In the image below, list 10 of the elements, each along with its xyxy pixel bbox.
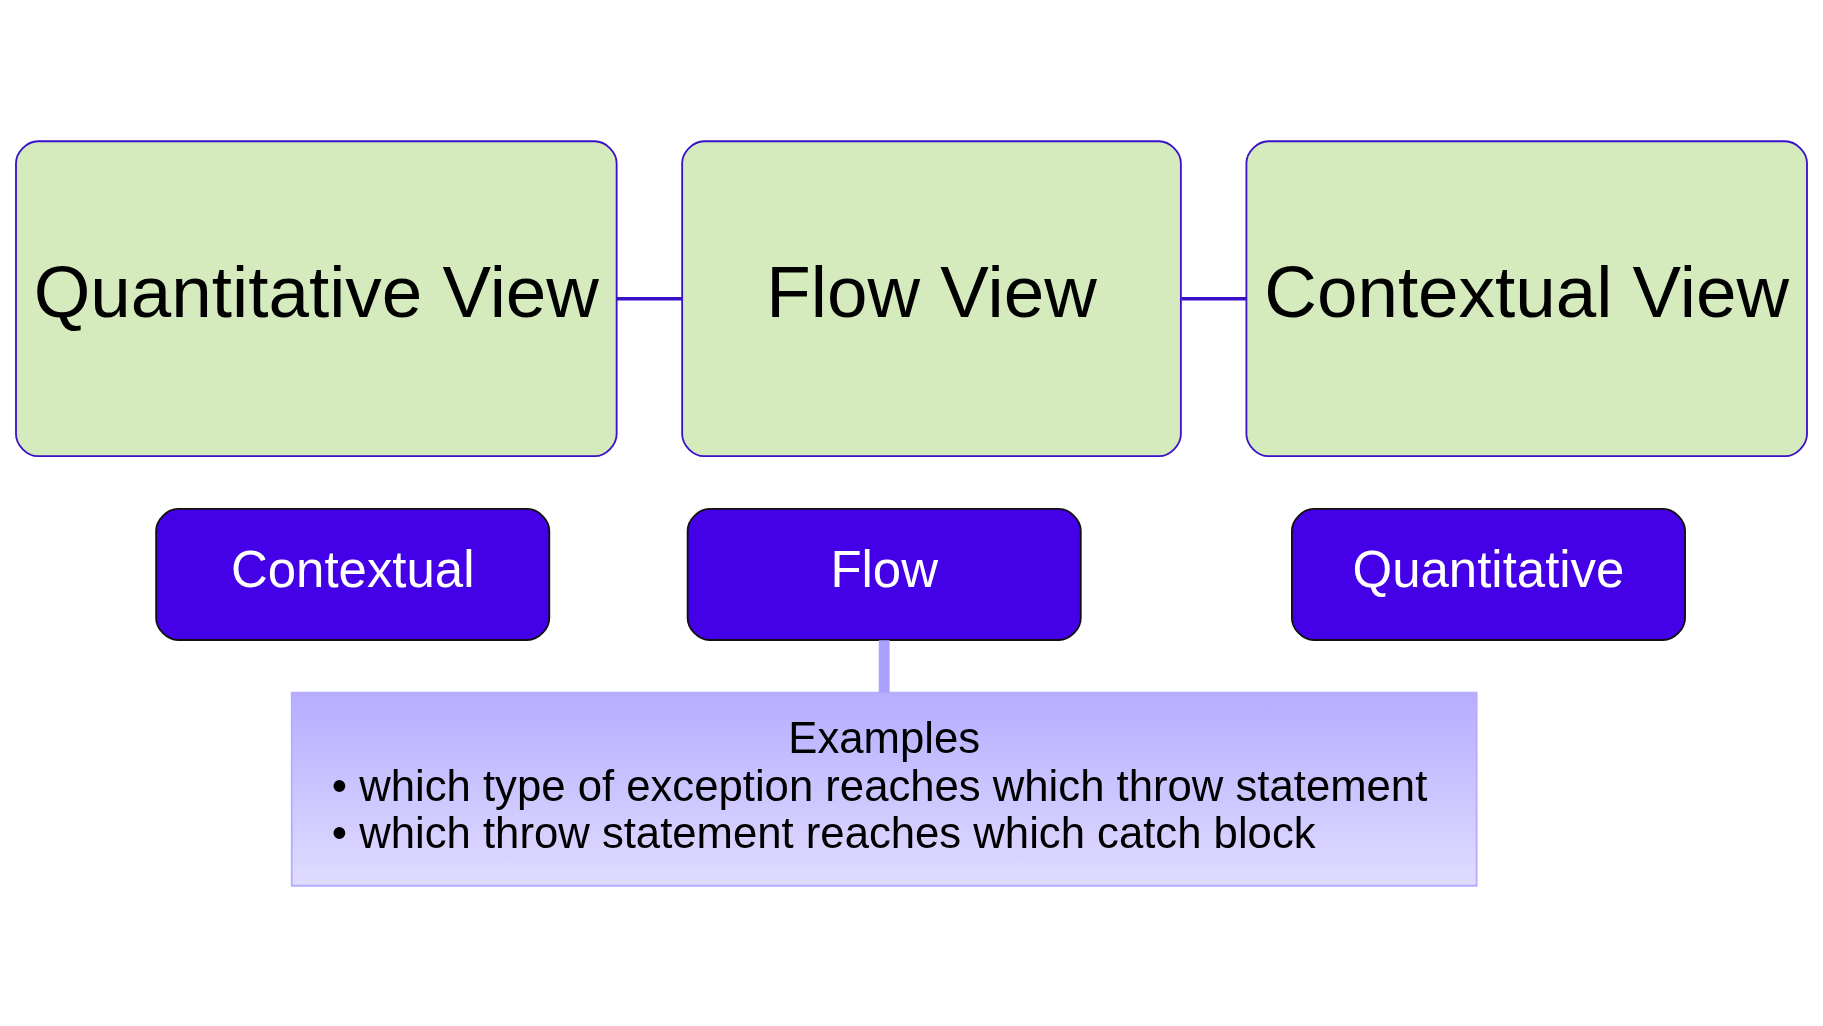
node-box: Flow View	[681, 139, 1182, 457]
node-box: Contextual View	[1245, 139, 1808, 457]
node-box: Flow	[686, 507, 1082, 641]
connector	[616, 296, 682, 301]
connector	[1181, 296, 1247, 301]
node-box: Quantitative View	[15, 139, 618, 457]
node-box: Contextual	[155, 507, 551, 641]
connector	[878, 639, 890, 693]
node-box: Quantitative	[1291, 507, 1686, 641]
node-box: Examples • which type of exception reaches which throw statement • which throw statement reaches which catch block	[290, 691, 1478, 887]
